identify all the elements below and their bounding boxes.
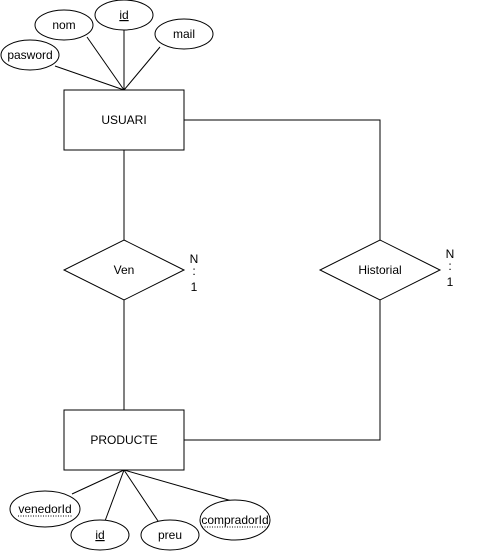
cardinality-historial: N : 1 — [446, 247, 455, 289]
entity-usuari-label: USUARI — [101, 113, 146, 127]
attribute-compradorid: compradorId — [199, 499, 271, 541]
relationship-historial: Historial — [318, 239, 442, 301]
entity-usuari: USUARI — [63, 89, 185, 151]
attribute-producte-id-label: id — [95, 528, 104, 542]
attribute-venedorid: venedorId — [9, 490, 81, 528]
relationship-ven: Ven — [62, 239, 186, 301]
cardinality-ven-n: N — [190, 252, 199, 266]
edge-pasword-usuari — [54, 65, 125, 91]
edge-producte-preu — [123, 469, 159, 522]
attribute-nom-label: nom — [52, 18, 75, 32]
attribute-pasword-label: pasword — [7, 48, 52, 62]
edge-producte-id — [104, 469, 125, 522]
cardinality-historial-n: N — [446, 247, 455, 261]
relationship-ven-label: Ven — [114, 263, 135, 277]
cardinality-ven: N : 1 — [190, 252, 199, 294]
cardinality-historial-sep: : — [448, 259, 451, 273]
edge-nom-usuari — [86, 36, 125, 91]
cardinality-ven-sep: : — [192, 264, 195, 278]
attribute-venedorid-label: venedorId — [18, 502, 71, 516]
attribute-usuari-id: id — [94, 0, 154, 31]
cardinality-ven-one: 1 — [191, 280, 198, 294]
edge-producte-venedorid — [71, 469, 125, 495]
attribute-preu-label: preu — [158, 528, 182, 542]
entity-producte-label: PRODUCTE — [90, 433, 157, 447]
entity-producte: PRODUCTE — [63, 409, 185, 471]
edge-producte-compradorid — [123, 469, 233, 502]
attribute-mail-label: mail — [173, 27, 195, 41]
connectors — [54, 30, 381, 522]
relationship-historial-label: Historial — [358, 263, 401, 277]
attribute-mail: mail — [154, 18, 214, 50]
edge-mail-usuari — [123, 46, 161, 91]
attribute-producte-id: id — [70, 519, 130, 551]
edge-historial-producte — [184, 300, 381, 441]
attribute-pasword: pasword — [0, 39, 60, 71]
cardinality-historial-one: 1 — [447, 275, 454, 289]
attribute-nom: nom — [34, 9, 94, 41]
attribute-usuari-id-label: id — [119, 8, 128, 22]
attribute-compradorid-label: compradorId — [201, 513, 268, 527]
attribute-preu: preu — [140, 519, 200, 551]
edge-usuari-historial — [184, 119, 381, 240]
